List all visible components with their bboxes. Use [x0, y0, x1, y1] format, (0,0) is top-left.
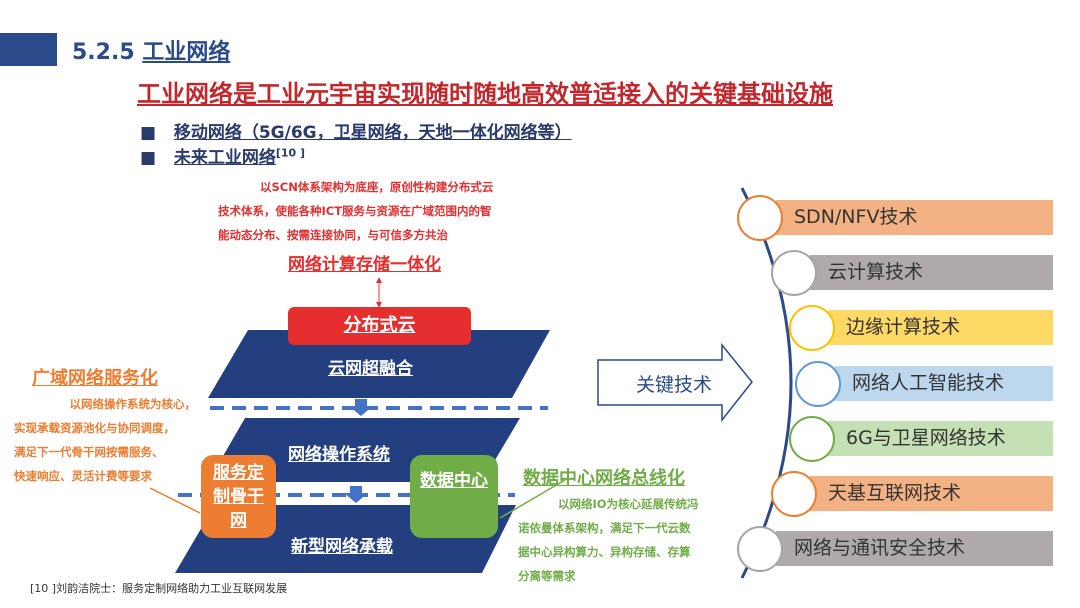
- backbone-box: 服务定制骨干网: [201, 455, 276, 538]
- tech-item: 网络人工智能技术: [834, 365, 1053, 401]
- desc-line: 快速响应、灵活计费等要求: [14, 469, 152, 483]
- circle-icon: [789, 305, 835, 352]
- desc-line: 以网络操作系统为核心，: [69, 397, 197, 411]
- bullet-text: 移动网络（5G/6G，卫星网络，天地一体化网络等）: [173, 123, 572, 143]
- key-tech-label: 关键技术: [636, 374, 713, 396]
- left-title: 广域网络服务化: [32, 368, 158, 389]
- tech-label: 天基互联网技术: [828, 482, 962, 504]
- top-title: 网络计算存储一体化: [288, 255, 441, 275]
- circle-icon: [771, 471, 817, 517]
- tech-item: 天基互联网技术: [810, 476, 1053, 511]
- tech-item: 网络与通讯安全技术: [776, 531, 1053, 567]
- circle-icon: [789, 415, 835, 462]
- tech-item: 边缘计算技术: [828, 310, 1053, 346]
- desc-line: 以SCN体系架构为底座，原创性构建分布式云: [260, 180, 494, 194]
- section-number: 5.2.5: [72, 40, 135, 65]
- circle-icon: [737, 195, 783, 241]
- down-arrow-icon: [344, 486, 368, 503]
- citation: [10 ]: [275, 146, 306, 160]
- title-accent-bar: [0, 33, 57, 66]
- section-heading: 5.2.5 工业网络: [72, 34, 230, 66]
- layer-label: 新型网络承载: [291, 537, 393, 557]
- right-title: 数据中心网络总线化: [523, 468, 685, 489]
- bullet-text: 未来工业网络: [173, 148, 276, 168]
- tech-item: 云计算技术: [810, 255, 1053, 291]
- desc-line: 诺依曼体系架构，满足下一代云数: [518, 521, 691, 535]
- bullet-item: ■ 未来工业网络[10 ]: [140, 146, 306, 168]
- desc-line: 以网络IO为核心延展传统冯: [558, 497, 699, 511]
- tech-label: 边缘计算技术: [846, 316, 961, 339]
- left-description: 以网络操作系统为核心， 实现承载资源池化与协同调度， 满足下一代骨干网按需服务、…: [10, 392, 196, 488]
- tech-label: 云计算技术: [828, 261, 924, 284]
- tech-label: 6G与卫星网络技术: [846, 426, 1006, 449]
- circle-icon: [795, 360, 841, 407]
- desc-line: 分离等需求: [518, 569, 576, 583]
- right-description: 以网络IO为核心延展传统冯 诺依曼体系架构，满足下一代云数 据中心异构算力、异构…: [518, 492, 699, 588]
- desc-line: 能动态分布、按需连接协同，与可信多方共治: [218, 228, 448, 242]
- section-title: 工业网络: [142, 40, 231, 65]
- desc-line: 实现承载资源池化与协同调度，: [14, 421, 175, 435]
- tech-label: SDN/NFV技术: [794, 206, 918, 228]
- right-connector: [499, 479, 566, 519]
- tech-item: SDN/NFV技术: [776, 200, 1053, 235]
- desc-line: 满足下一代骨干网按需服务、: [14, 445, 164, 459]
- down-arrow-icon: [349, 399, 373, 416]
- distributed-cloud-box: 分布式云: [288, 307, 471, 345]
- left-connector: [149, 487, 201, 514]
- tech-label: 网络与通讯安全技术: [794, 537, 966, 560]
- circle-icon: [737, 526, 783, 573]
- footnote: [10 ]刘韵洁院士：服务定制网络助力工业互联网发展: [30, 582, 288, 595]
- datacenter-box: 数据中心: [410, 455, 498, 538]
- desc-line: 据中心异构算力、异构存储、存算: [518, 545, 691, 559]
- top-description: 以SCN体系架构为底座，原创性构建分布式云 技术体系，使能各种ICT服务与资源在…: [218, 175, 493, 247]
- layer-cloud-network: [208, 330, 550, 398]
- desc-line: 技术体系，使能各种ICT服务与资源在广域范围内的智: [218, 204, 492, 218]
- key-tech-arrow: [597, 342, 753, 423]
- circle-icon: [771, 250, 817, 297]
- layer-label: 网络操作系统: [288, 445, 390, 465]
- bullet-item: ■ 移动网络（5G/6G，卫星网络，天地一体化网络等）: [140, 123, 572, 143]
- tech-item: 6G与卫星网络技术: [828, 420, 1053, 456]
- layer-label: 云网超融合: [328, 359, 413, 379]
- tech-label: 网络人工智能技术: [852, 371, 1005, 394]
- headline: 工业网络是工业元宇宙实现随时随地高效普适接入的关键基础设施: [137, 80, 833, 108]
